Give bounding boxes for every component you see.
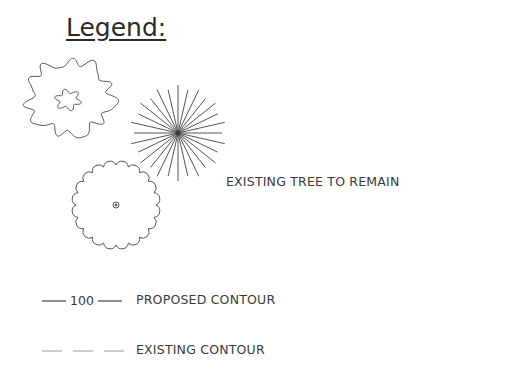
legend-entry: EXISTING TREE TO REMAIN	[226, 175, 400, 189]
tree-ray	[178, 133, 188, 176]
tree-outline	[72, 161, 160, 249]
tree-ray	[178, 133, 222, 134]
tree-ray	[178, 122, 225, 133]
tree-ray	[131, 133, 178, 144]
tree-center	[113, 202, 119, 208]
tree-symbol	[131, 85, 225, 181]
tree-ray	[178, 85, 179, 133]
tree-ray	[168, 90, 178, 133]
legend-entry: EXISTING CONTOUR	[136, 343, 265, 357]
existing-contour-sample	[42, 351, 124, 352]
tree-center	[176, 131, 181, 136]
tree-symbol	[72, 161, 160, 249]
legend-title: Legend:	[66, 14, 166, 43]
tree-outline	[23, 58, 118, 138]
tree-ray	[134, 133, 178, 134]
tree-symbol	[23, 58, 118, 138]
legend-entry: PROPOSED CONTOUR	[136, 293, 275, 307]
tree-ray	[178, 133, 179, 181]
tree-ray	[178, 133, 199, 176]
tree-canopy-detail	[55, 89, 82, 110]
tree-center	[115, 204, 117, 206]
tree-ray	[178, 114, 218, 133]
tree-ray	[138, 133, 178, 152]
tree-ray	[157, 90, 178, 133]
contour-label: 100	[69, 294, 95, 308]
